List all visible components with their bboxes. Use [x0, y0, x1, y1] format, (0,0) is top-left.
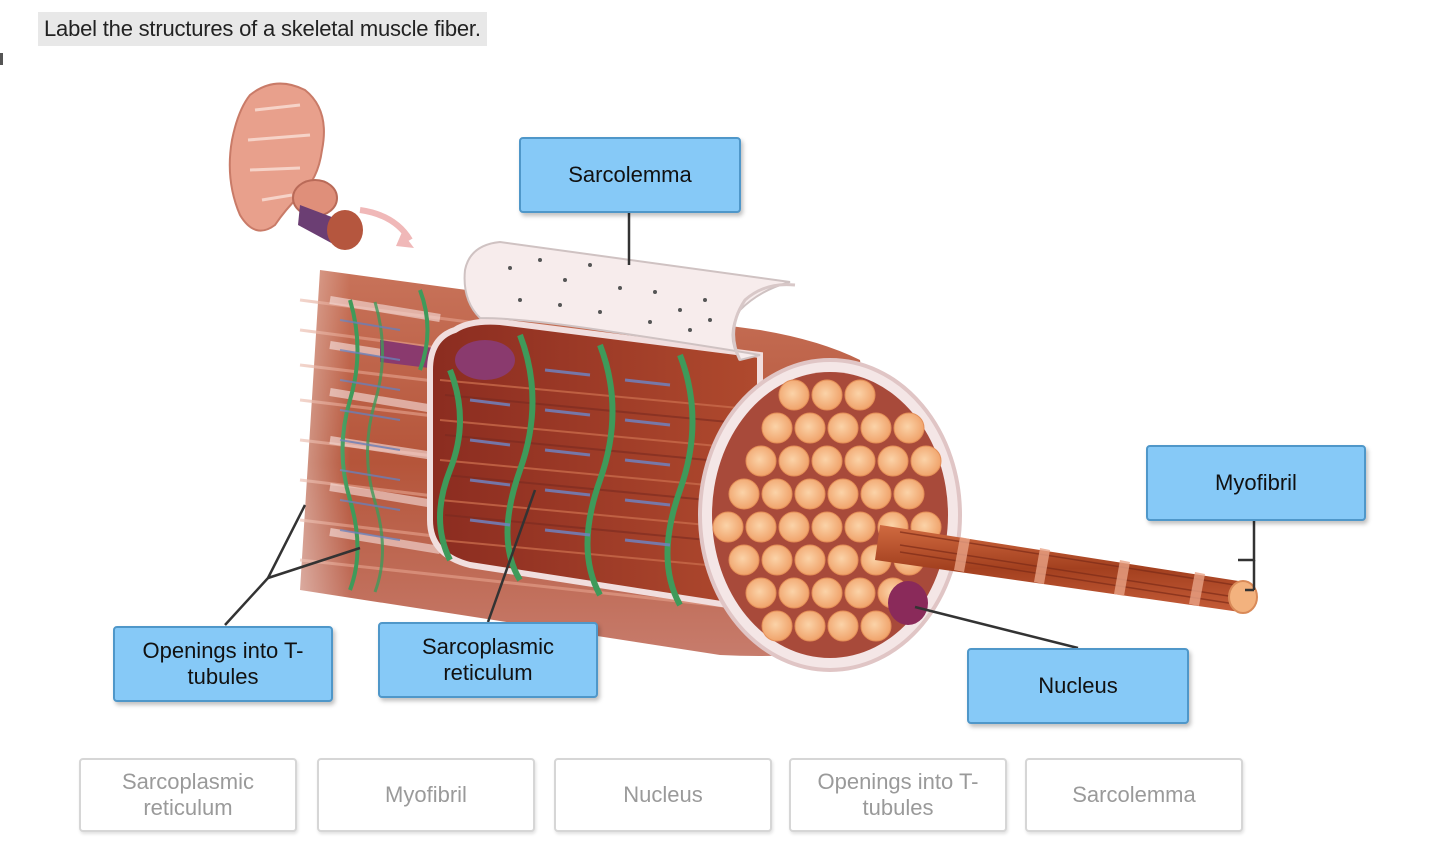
word-bank-item[interactable]: Sarcoplasmic reticulum	[79, 758, 297, 832]
question-prompt: Label the structures of a skeletal muscl…	[38, 12, 487, 46]
word-bank-text: Sarcolemma	[1072, 782, 1196, 807]
myofibril-circle	[893, 478, 925, 510]
myofibril-circle	[761, 478, 793, 510]
placed-label-myofibril[interactable]: Myofibril	[1146, 445, 1366, 521]
myofibril-circle	[844, 445, 876, 477]
myofibril-circle	[794, 412, 826, 444]
myofibril-circle	[910, 445, 942, 477]
placed-label-sarcolemma[interactable]: Sarcolemma	[519, 137, 741, 213]
myofibril-circle	[794, 544, 826, 576]
placed-label-text: Sarcolemma	[568, 162, 692, 187]
myofibril-circle	[761, 412, 793, 444]
nucleus-shape	[888, 581, 928, 625]
myofibril-circle	[844, 577, 876, 609]
myofibril-circle	[811, 511, 843, 543]
myofibril-circle	[860, 412, 892, 444]
myofibril-circle	[778, 577, 810, 609]
myofibril-circle	[712, 511, 744, 543]
myofibril-circle	[745, 445, 777, 477]
muscle-inset	[228, 82, 414, 250]
myofibril-circle	[860, 610, 892, 642]
myofibril-circle	[761, 610, 793, 642]
myofibril-circle	[811, 445, 843, 477]
myofibril-circle	[844, 511, 876, 543]
myofibril-circle	[893, 412, 925, 444]
word-bank-text: Nucleus	[623, 782, 703, 807]
placed-label-text: Myofibril	[1215, 470, 1297, 495]
word-bank-text: Sarcoplasmic reticulum	[121, 769, 255, 820]
word-bank-item[interactable]: Openings into T- tubules	[789, 758, 1007, 832]
myofibril-circle	[745, 577, 777, 609]
myofibril-circle	[827, 544, 859, 576]
placed-label-nucleus[interactable]: Nucleus	[967, 648, 1189, 724]
word-bank-item[interactable]: Nucleus	[554, 758, 772, 832]
myofibril-circle	[728, 544, 760, 576]
myofibril-circle	[827, 610, 859, 642]
myofibril-circle	[778, 445, 810, 477]
myofibril-circle	[860, 478, 892, 510]
myofibril-circle	[728, 478, 760, 510]
myofibril-circle	[811, 379, 843, 411]
leader-lines	[224, 212, 1256, 650]
placed-label-text: Sarcoplasmic reticulum	[421, 634, 555, 685]
myofibril-circle	[778, 511, 810, 543]
myofibril-circle	[827, 478, 859, 510]
margin-marker	[0, 53, 3, 65]
word-bank-item[interactable]: Myofibril	[317, 758, 535, 832]
sarcolemma-sheet	[463, 240, 796, 362]
myofibril-circle	[745, 511, 777, 543]
placed-label-text: Openings into T- tubules	[142, 638, 304, 689]
placed-label-sarcoplasmic-reticulum[interactable]: Sarcoplasmic reticulum	[378, 622, 598, 698]
myofibril-circle	[877, 445, 909, 477]
word-bank-text: Openings into T- tubules	[817, 769, 979, 820]
myofibril-circle	[827, 412, 859, 444]
myofibril-circle	[844, 379, 876, 411]
cutaway-core	[427, 318, 763, 614]
myofibril-circle	[778, 379, 810, 411]
myofibril-circle	[794, 478, 826, 510]
myofibril-cross-sections	[712, 379, 942, 642]
placed-label-text: Nucleus	[1038, 673, 1118, 698]
word-bank-text: Myofibril	[385, 782, 467, 807]
placed-label-openings-into-t-tubules[interactable]: Openings into T- tubules	[113, 626, 333, 702]
word-bank-item[interactable]: Sarcolemma	[1025, 758, 1243, 832]
myofibril-circle	[811, 577, 843, 609]
myofibril-circle	[761, 544, 793, 576]
myofibril-circle	[794, 610, 826, 642]
